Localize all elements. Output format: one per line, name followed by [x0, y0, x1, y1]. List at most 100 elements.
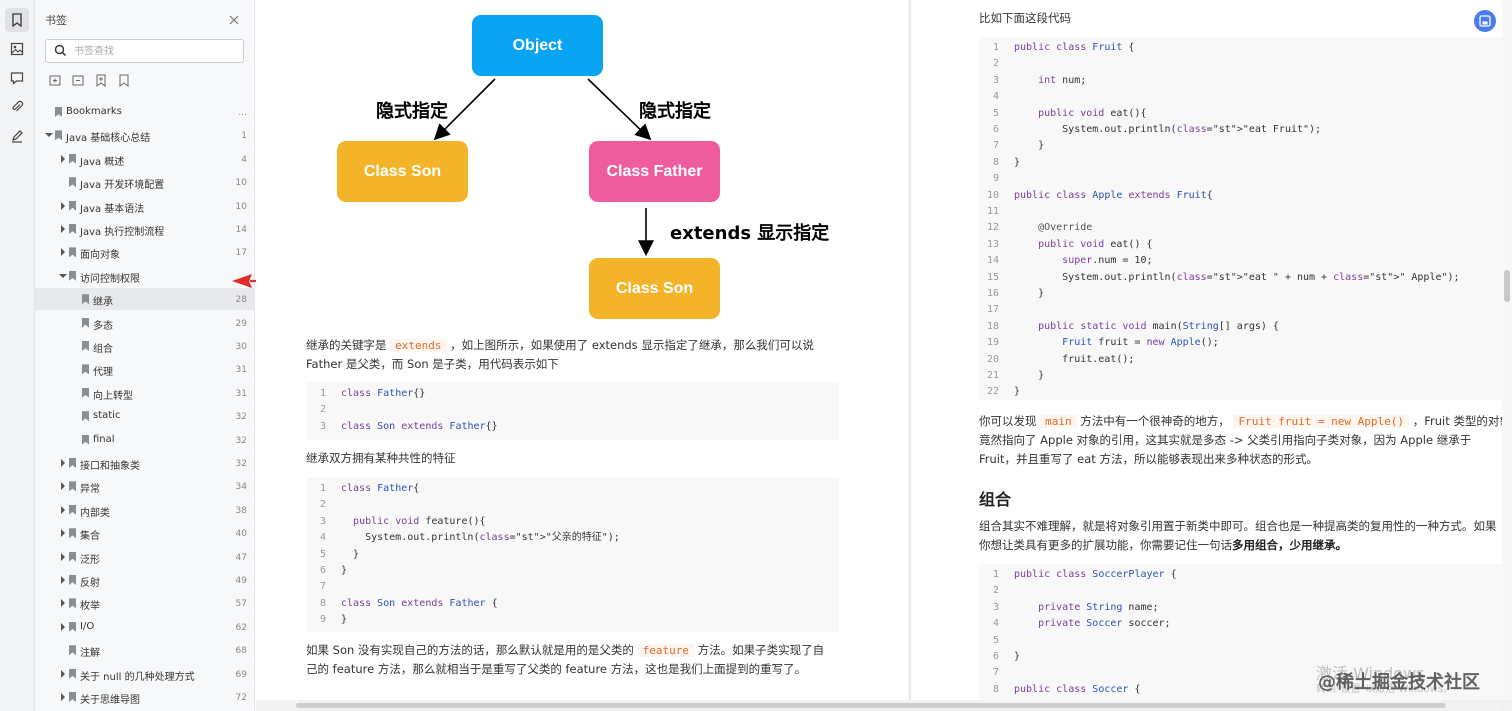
code-text: public class SoccerPlayer { [1014, 569, 1177, 580]
line-number: 15 [986, 271, 999, 283]
bookmark-item[interactable]: 访问控制权限 [35, 265, 255, 287]
add-bookmark-icon[interactable] [95, 74, 107, 87]
code-line: 18 public static void main(String[] args… [979, 319, 1502, 335]
chevron-right-icon[interactable] [61, 505, 65, 514]
code-line: 7 [306, 579, 839, 595]
bookmark-icon[interactable] [118, 74, 130, 87]
chevron-right-icon[interactable] [61, 482, 65, 491]
vertical-scrollbar[interactable] [1502, 0, 1512, 700]
bookmark-icon [82, 317, 89, 328]
horizontal-scroll-thumb[interactable] [296, 703, 1446, 708]
chevron-down-icon[interactable] [45, 133, 53, 138]
code-text: class Father{} [341, 388, 426, 399]
bookmark-page-number: 68 [235, 646, 247, 657]
chevron-right-icon[interactable] [61, 599, 65, 608]
bookmark-panel-icon[interactable] [5, 8, 29, 32]
bookmark-icon [69, 458, 76, 468]
code-line: 4 private Soccer soccer; [979, 616, 1502, 632]
bookmark-icon [69, 504, 76, 515]
father-label: Class Father [606, 162, 703, 180]
code-line: 19 Fruit fruit = new Apple(); [979, 335, 1502, 351]
son-box-2: Class Son [589, 258, 720, 319]
bookmark-label: final [93, 433, 115, 445]
bookmark-toolbar [49, 74, 130, 90]
chevron-right-icon[interactable] [61, 552, 65, 561]
vertical-scroll-thumb[interactable] [1504, 270, 1510, 302]
inline-code: Fruit fruit = new Apple() [1233, 415, 1410, 428]
signature-icon[interactable] [5, 124, 29, 148]
code-line: 5 public void eat(){ [979, 106, 1502, 122]
search-input[interactable] [74, 42, 234, 60]
bookmark-label: 反射 [80, 578, 100, 589]
horizontal-scrollbar[interactable] [256, 700, 1502, 711]
bookmark-label: 向上转型 [93, 390, 133, 402]
chevron-right-icon[interactable] [61, 669, 65, 678]
bookmark-page-number: 34 [235, 482, 247, 493]
chevron-right-icon[interactable] [61, 201, 65, 210]
bookmark-page-number: ... [238, 108, 247, 118]
code-line: 3 class Son extends Father{} [306, 419, 839, 435]
close-icon[interactable] [228, 11, 242, 25]
bookmark-item[interactable]: Bookmarks... [35, 101, 255, 123]
chevron-right-icon[interactable] [61, 459, 65, 467]
code-text: class Son extends Father{} [341, 420, 498, 432]
bookmark-label: 组合 [93, 344, 113, 355]
father-box: Class Father [589, 141, 720, 202]
chevron-right-icon[interactable] [61, 622, 65, 631]
chevron-right-icon[interactable] [61, 225, 65, 233]
bookmark-icon [82, 364, 89, 375]
chevron-right-icon[interactable] [61, 154, 65, 163]
attachment-icon[interactable] [5, 95, 29, 119]
line-number: 4 [992, 91, 999, 103]
chevron-right-icon[interactable] [61, 576, 65, 584]
chevron-down-icon[interactable] [59, 273, 67, 278]
line-number: 14 [986, 255, 999, 267]
windows-activation-subtext: 转到"设置"以激活 Windows。 [1316, 684, 1454, 695]
bookmark-search[interactable] [45, 39, 244, 63]
code-line: 11 [979, 204, 1502, 220]
bookmark-page-number: 14 [235, 225, 247, 235]
bookmark-page-number: 38 [235, 505, 247, 516]
bookmark-label: 关于 null 的几种处理方式 [80, 671, 195, 683]
bookmark-page-number: 10 [235, 201, 247, 212]
comment-icon[interactable] [5, 66, 29, 90]
chevron-right-icon[interactable] [61, 529, 65, 538]
son-label: Class Son [363, 162, 442, 180]
line-number: 3 [319, 420, 326, 432]
collapse-all-icon[interactable] [72, 74, 84, 87]
expand-all-icon[interactable] [49, 74, 61, 87]
floating-tool-button[interactable] [1474, 10, 1496, 32]
chevron-right-icon[interactable] [61, 693, 65, 701]
chevron-right-icon[interactable] [61, 248, 65, 257]
thumbnail-icon[interactable] [5, 37, 29, 61]
code-text: public static void main(String[] args) { [1038, 320, 1279, 332]
bookmark-page-number: 32 [235, 459, 247, 469]
bookmark-label: Bookmarks [66, 106, 122, 117]
